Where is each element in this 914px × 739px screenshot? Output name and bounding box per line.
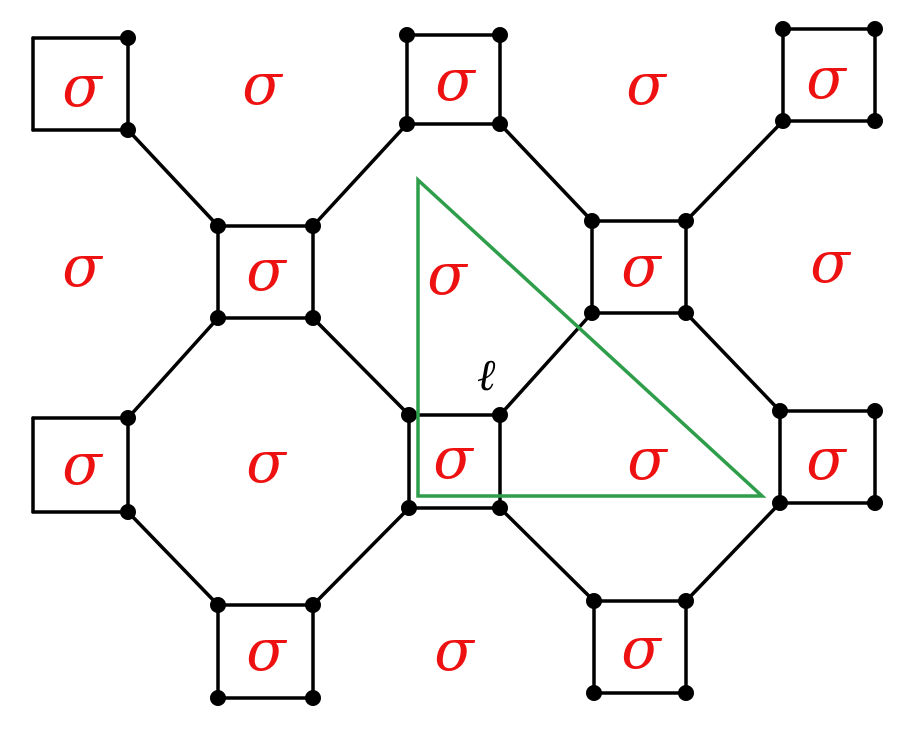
- ell-label: ℓ: [477, 350, 496, 401]
- sigma-label: σ: [626, 50, 667, 118]
- link-edge: [311, 122, 409, 228]
- lattice-vertex: [678, 213, 694, 229]
- sigma-label: σ: [62, 52, 103, 120]
- sigma-label: σ: [433, 424, 474, 492]
- lattice-vertex: [492, 27, 508, 43]
- lattice-vertex: [492, 407, 508, 423]
- lattice-vertex: [401, 500, 417, 516]
- lattice-vertex: [678, 685, 694, 701]
- lattice-vertex: [120, 30, 136, 46]
- lattice-vertex: [584, 305, 600, 321]
- lattice-vertex: [401, 407, 417, 423]
- lattice-vertices: [120, 21, 883, 706]
- plaquette-labels: σ σ σ σ σ σ σ σ σ σ σ σ σ σ σ σ σ σ: [62, 44, 851, 684]
- sigma-label: σ: [806, 425, 847, 493]
- sigma-label: σ: [246, 236, 287, 304]
- link-edge: [311, 316, 411, 417]
- link-edge: [498, 311, 594, 417]
- link-edge: [684, 311, 782, 413]
- lattice-vertex: [867, 21, 883, 37]
- link-edge: [684, 501, 782, 603]
- lattice-vertex: [399, 27, 415, 43]
- sigma-label: σ: [810, 228, 851, 296]
- lattice-edges: [31, 27, 877, 700]
- lattice-vertex: [492, 116, 508, 132]
- sigma-label: σ: [435, 46, 476, 114]
- lattice-vertex: [210, 310, 226, 326]
- lattice-vertex: [867, 495, 883, 511]
- link-edge: [126, 510, 220, 607]
- sigma-label: σ: [434, 616, 475, 684]
- lattice-vertex: [492, 500, 508, 516]
- lattice-vertex: [210, 218, 226, 234]
- lattice-vertex: [305, 310, 321, 326]
- sigma-label: σ: [621, 614, 662, 682]
- lattice-vertex: [305, 218, 321, 234]
- lattice-vertex: [775, 21, 791, 37]
- lattice-vertex: [120, 122, 136, 138]
- link-edge: [126, 128, 220, 228]
- link-edge: [498, 122, 594, 223]
- lattice-vertex: [399, 116, 415, 132]
- lattice-vertex: [678, 593, 694, 609]
- lattice-vertex: [586, 685, 602, 701]
- link-edge: [126, 316, 220, 420]
- link-edge: [498, 506, 596, 603]
- sigma-label: σ: [806, 44, 847, 112]
- lattice-vertex: [772, 403, 788, 419]
- lattice-vertex: [120, 410, 136, 426]
- lattice-vertex: [120, 504, 136, 520]
- sigma-label: σ: [246, 428, 287, 496]
- sigma-label: σ: [427, 240, 468, 308]
- lattice-vertex: [305, 690, 321, 706]
- lattice-vertex: [867, 113, 883, 129]
- lattice-vertex: [210, 690, 226, 706]
- lattice-vertex: [678, 305, 694, 321]
- sigma-label: σ: [627, 425, 668, 493]
- sigma-label: σ: [62, 232, 103, 300]
- sigma-label: σ: [246, 616, 287, 684]
- lattice-vertex: [775, 113, 791, 129]
- lattice-vertex: [772, 495, 788, 511]
- lattice-vertex: [867, 403, 883, 419]
- sigma-label: σ: [242, 50, 283, 118]
- link-edge: [311, 506, 411, 607]
- lattice-vertex: [305, 597, 321, 613]
- sigma-label: σ: [62, 430, 103, 498]
- lattice-vertex: [586, 593, 602, 609]
- sigma-label: σ: [621, 232, 662, 300]
- green-triangle: [416, 176, 767, 498]
- lattice-vertex: [584, 213, 600, 229]
- link-edge: [684, 119, 785, 223]
- lattice-vertex: [210, 597, 226, 613]
